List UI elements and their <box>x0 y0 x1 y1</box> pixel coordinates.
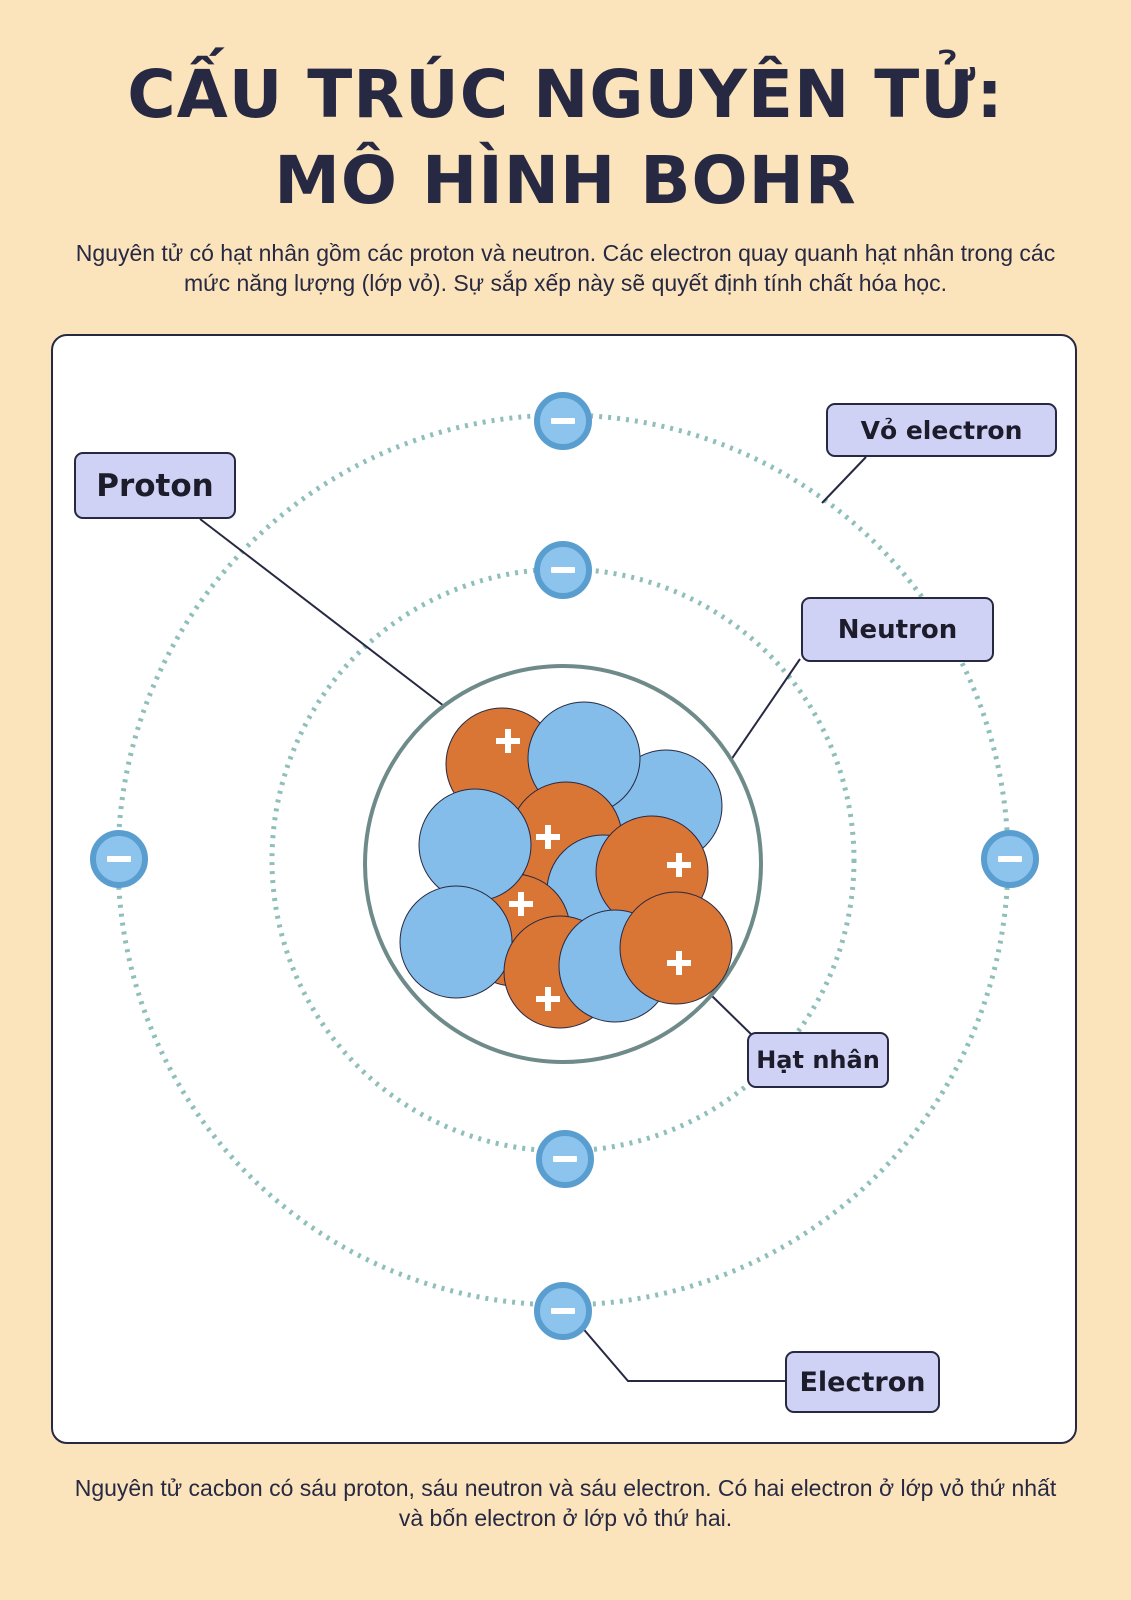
electron-shell-leader-line <box>821 456 867 504</box>
proton-label: Proton <box>74 452 236 519</box>
minus-icon <box>553 1156 577 1162</box>
title-line-1: CẤU TRÚC NGUYÊN TỬ: <box>127 56 1004 133</box>
electron <box>534 392 592 450</box>
electron-label: Electron <box>785 1351 940 1413</box>
footer-text: Nguyên tử cacbon có sáu proton, sáu neut… <box>74 1475 1057 1531</box>
electron <box>90 830 148 888</box>
neutron <box>399 885 513 999</box>
electron <box>534 1282 592 1340</box>
nucleus-label: Hạt nhân <box>747 1032 889 1088</box>
title-line-2: MÔ HÌNH BOHR <box>274 142 857 219</box>
plus-icon <box>536 825 560 849</box>
minus-icon <box>551 567 575 573</box>
plus-icon <box>667 853 691 877</box>
electron <box>534 541 592 599</box>
minus-icon <box>998 856 1022 862</box>
minus-icon <box>551 1308 575 1314</box>
electron-leader-line <box>579 1324 786 1382</box>
neutron-label: Neutron <box>801 597 994 662</box>
plus-icon <box>509 892 533 916</box>
nucleus <box>399 701 733 1029</box>
plus-icon <box>496 729 520 753</box>
page-title: CẤU TRÚC NGUYÊN TỬ: MÔ HÌNH BOHR <box>0 52 1131 224</box>
electrons <box>90 392 1039 1340</box>
electron <box>981 830 1039 888</box>
intro-text: Nguyên tử có hạt nhân gồm các proton và … <box>75 240 1056 296</box>
minus-icon <box>551 418 575 424</box>
plus-icon <box>667 951 691 975</box>
proton <box>619 891 733 1005</box>
electron-shell-label: Vỏ electron <box>826 403 1057 457</box>
neutron <box>418 788 532 902</box>
minus-icon <box>107 856 131 862</box>
proton-leader-line <box>199 518 458 717</box>
nucleus-leader-line <box>711 995 757 1040</box>
plus-icon <box>536 987 560 1011</box>
electron <box>536 1130 594 1188</box>
